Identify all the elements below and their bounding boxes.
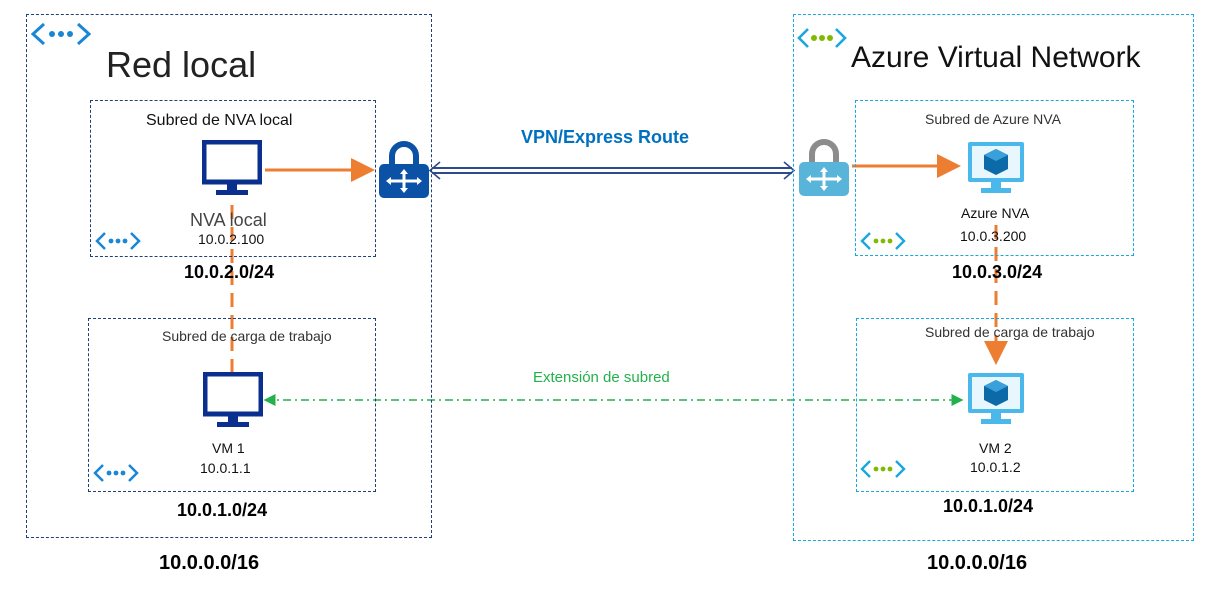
vpn-gateway-icon [796, 138, 852, 205]
azure-workload-subnet-title: Subred de carga de trabajo [925, 324, 1095, 340]
local-nva-ip: 10.0.2.100 [198, 231, 265, 247]
local-nva-subnet-title: Subred de NVA local [146, 112, 293, 129]
subnet-extension-label: Extensión de subred [533, 369, 670, 386]
local-nva-subnet-cidr: 10.0.2.0/24 [184, 262, 275, 282]
local-workload-subnet-box [88, 318, 376, 492]
azure-vm-icon [966, 371, 1026, 432]
azure-network-title: Azure Virtual Network [851, 41, 1141, 74]
local-network-cidr: 10.0.0.0/16 [159, 552, 260, 574]
azure-network-cidr: 10.0.0.0/16 [927, 552, 1028, 574]
azure-nva-subnet-title: Subred de Azure NVA [925, 111, 1061, 127]
vnet-icon [797, 26, 847, 55]
vnet-icon [860, 458, 906, 485]
azure-workload-subnet-cidr: 10.0.1.0/24 [943, 496, 1034, 516]
azure-nva-subnet-box [855, 100, 1134, 256]
azure-network-box [793, 14, 1194, 541]
local-network-title: Red local [106, 44, 257, 85]
local-workload-subnet-title: Subred de carga de trabajo [162, 328, 332, 344]
azure-vm-icon [966, 140, 1026, 201]
vm2-name: VM 2 [979, 440, 1012, 456]
vpn-link-label: VPN/Express Route [521, 127, 690, 147]
monitor-icon [201, 139, 263, 203]
azure-nva-subnet-cidr: 10.0.3.0/24 [952, 262, 1043, 282]
local-workload-subnet-cidr: 10.0.1.0/24 [177, 500, 268, 520]
monitor-icon [202, 371, 264, 435]
vpn-gateway-icon [376, 140, 432, 205]
vm2-ip: 10.0.1.2 [970, 459, 1021, 475]
azure-nva-ip: 10.0.3.200 [960, 228, 1027, 244]
vm1-name: VM 1 [212, 440, 245, 456]
vnet-icon [93, 462, 139, 489]
vnet-icon [95, 230, 141, 257]
local-nva-subnet-box [90, 100, 376, 257]
local-nva-name: NVA local [190, 210, 267, 230]
azure-nva-name: Azure NVA [961, 205, 1030, 221]
vm1-ip: 10.0.1.1 [200, 460, 251, 476]
azure-workload-subnet-box [856, 318, 1134, 492]
local-network-box [26, 14, 432, 538]
vnet-icon [860, 230, 906, 257]
vnet-icon [30, 20, 92, 53]
